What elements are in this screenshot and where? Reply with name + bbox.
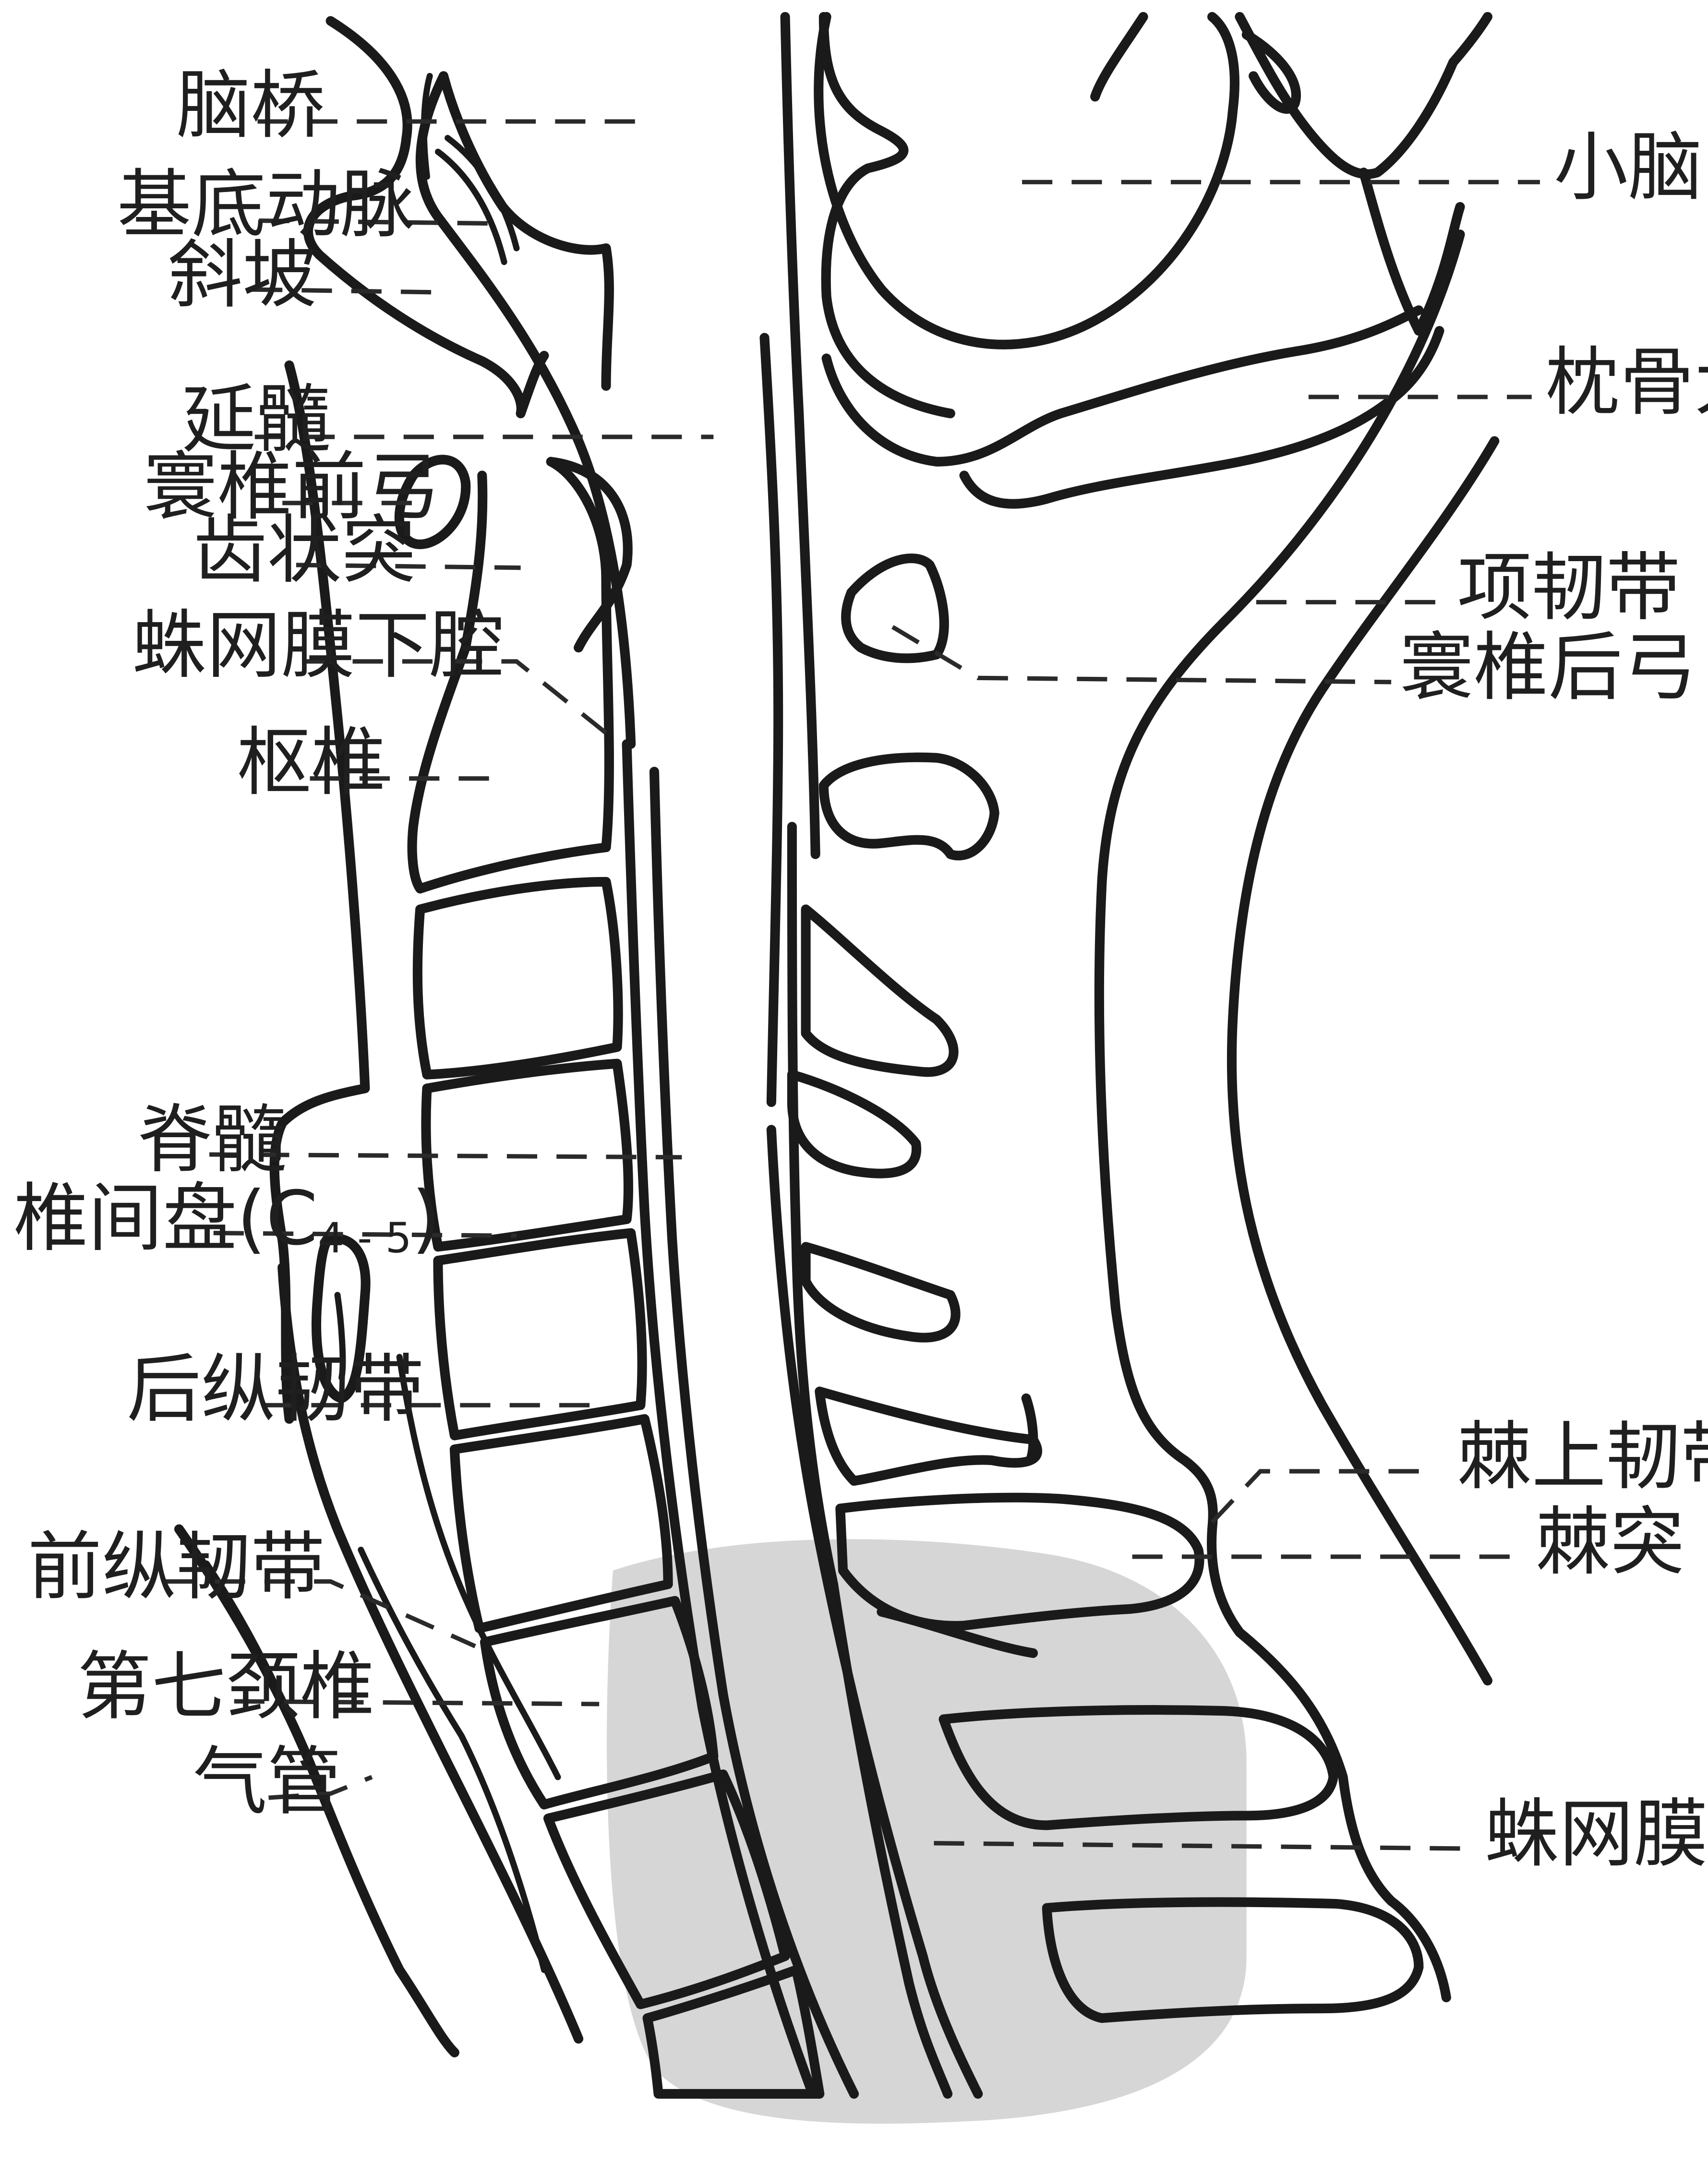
label-disc-prefix: 椎间盘(C xyxy=(14,1175,318,1262)
label-foramen-magnum: 枕骨大孔 xyxy=(1545,339,1708,426)
label-subarachnoid-lower: 蛛网膜下腔 xyxy=(1485,1790,1708,1877)
label-dens: 齿状突 xyxy=(193,507,416,594)
label-pons: 脑桥 xyxy=(176,62,325,149)
label-ligamentum-nuchae: 项韧带 xyxy=(1457,544,1681,631)
label-c7: 第七颈椎 xyxy=(77,1643,375,1730)
label-disc-suffix: ) xyxy=(411,1175,440,1262)
label-anterior-longitudinal-ligament: 前纵韧带 xyxy=(27,1524,325,1610)
label-spinal-cord: 脊髓 xyxy=(138,1096,287,1183)
label-clivus: 斜坡 xyxy=(168,231,317,318)
label-trachea: 气管 xyxy=(193,1738,342,1825)
label-supraspinous-ligament: 棘上韧带 xyxy=(1457,1413,1708,1500)
label-spinous-process: 棘突 xyxy=(1536,1499,1684,1586)
label-subarachnoid-upper: 蛛网膜下腔 xyxy=(132,602,504,689)
label-atlas-posterior-arch: 寰椎后弓 xyxy=(1399,624,1697,711)
label-axis: 枢椎 xyxy=(237,719,386,806)
label-cerebellum: 小脑 xyxy=(1554,124,1703,211)
label-disc-subscript: 4 - 5 xyxy=(318,1214,411,1262)
label-intervertebral-disc: 椎间盘(C4 - 5) xyxy=(14,1175,441,1262)
label-posterior-longitudinal-ligament: 后纵韧带 xyxy=(127,1346,424,1432)
